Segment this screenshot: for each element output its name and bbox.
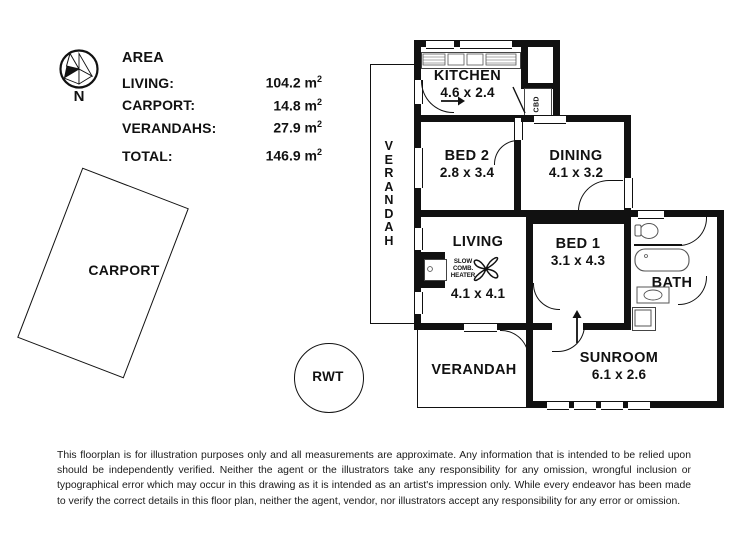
room-dim-living: 4.1 x 4.1 [450, 286, 506, 301]
wall-dining-bottom [521, 210, 631, 217]
wall-kitchen-niche-right [521, 47, 528, 83]
compass-rose-icon [58, 48, 100, 90]
window-sunroom-bottom-b [574, 401, 596, 410]
wall-dining-top [521, 115, 631, 122]
wall-sunroom-left [526, 323, 533, 408]
area-row-carport: CARPORT: 14.8 m2 [122, 93, 322, 116]
wall-bed2-bottom [414, 210, 521, 217]
ceiling-fan-icon [473, 256, 499, 282]
compass-north-label: N [73, 88, 85, 105]
heater-unit-icon [424, 259, 447, 281]
door-arc-dining [578, 180, 623, 211]
side-verandah-label: V E R A N D A H [384, 139, 394, 248]
vanity-basin-icon [636, 286, 670, 304]
window-living-bottom [464, 323, 497, 332]
window-kitchen-top-a [426, 40, 454, 49]
door-arc-bed1-living [533, 283, 560, 310]
wall-bed2-top [414, 115, 521, 122]
wall-bed1-top [526, 217, 631, 224]
side-verandah-wall-left [370, 64, 372, 324]
wall-kitchen-right [553, 40, 560, 122]
area-row-verandahs: VERANDAHS: 27.9 m2 [122, 115, 322, 138]
door-opening-dining-right [624, 178, 633, 208]
disclaimer-text: This floorplan is for illustration purpo… [57, 450, 691, 507]
area-summary: AREA LIVING: 104.2 m2 CARPORT: 14.8 m2 V… [122, 50, 322, 166]
window-living-left-b [414, 292, 423, 314]
window-living-left-a [414, 228, 423, 250]
side-verandah-wall-bottom [370, 323, 422, 325]
room-label-dining: DINING 4.1 x 3.2 [548, 148, 604, 180]
room-label-living: LIVING [452, 234, 504, 250]
wall-bath-left [624, 210, 631, 330]
room-label-bed1: BED 1 3.1 x 4.3 [550, 236, 606, 268]
bathtub-icon [634, 248, 690, 272]
bath-divider-line [634, 244, 682, 246]
wall-bed1-bottom-a [526, 323, 552, 330]
wall-bath-top [631, 210, 724, 217]
area-row-total: TOTAL: 146.9 m2 [122, 143, 322, 166]
area-value-total: 146.9 m2 [265, 146, 322, 164]
window-bath-top [638, 210, 664, 219]
area-label-carport: CARPORT: [122, 97, 196, 114]
wall-kitchen-cbd-top [521, 83, 553, 89]
area-label-total: TOTAL: [122, 147, 173, 164]
step-up-arrow-icon [572, 310, 582, 343]
front-verandah-wall-left [417, 326, 419, 408]
area-label-living: LIVING: [122, 74, 175, 91]
wall-bed2-right [514, 115, 521, 217]
area-value-living: 104.2 m2 [265, 74, 322, 91]
toilet-icon [634, 223, 659, 239]
wall-sunroom-bottom [526, 401, 724, 408]
window-bed2-left [414, 148, 423, 188]
room-label-kitchen: KITCHEN 4.6 x 2.4 [433, 68, 502, 100]
kitchen-bench-icon [421, 52, 521, 69]
shower-icon [632, 307, 656, 331]
wall-dining-right [624, 115, 631, 217]
door-arc-bath-top [678, 217, 707, 246]
window-sunroom-bottom-c [601, 401, 623, 410]
room-label-bed2: BED 2 2.8 x 3.4 [439, 148, 495, 180]
window-sunroom-bottom-a [547, 401, 569, 410]
wall-bath-right [717, 210, 724, 408]
room-label-verandah: VERANDAH [431, 362, 517, 378]
area-title: AREA [122, 50, 164, 66]
area-label-verandahs: VERANDAHS: [122, 119, 217, 136]
area-row-living: LIVING: 104.2 m2 [122, 70, 322, 93]
front-verandah-wall-bottom [417, 407, 531, 409]
window-sunroom-bottom-d [628, 401, 650, 410]
cupboard-label: CBD [533, 96, 541, 113]
wall-living-left [414, 210, 421, 330]
rwt-label: RWT [312, 369, 344, 384]
carport-label: CARPORT [88, 262, 160, 278]
entry-arrow-kitchen-icon [441, 96, 465, 106]
wall-living-right [526, 217, 533, 330]
room-label-sunroom: SUNROOM 6.1 x 2.6 [579, 350, 659, 382]
side-verandah-wall-top [370, 64, 422, 66]
wall-bed1-bottom-b [583, 323, 631, 330]
door-opening-bed2-right [514, 118, 523, 140]
window-dining-top [534, 115, 566, 124]
heater-label: SLOW COMB. HEATER [450, 258, 476, 279]
rwt-circle [294, 343, 364, 413]
door-swing-cupboard-icon [512, 86, 526, 114]
area-value-verandahs: 27.9 m2 [273, 119, 322, 136]
window-kitchen-top-b [460, 40, 512, 49]
door-arc-verandah [500, 330, 529, 359]
area-value-carport: 14.8 m2 [273, 96, 322, 114]
